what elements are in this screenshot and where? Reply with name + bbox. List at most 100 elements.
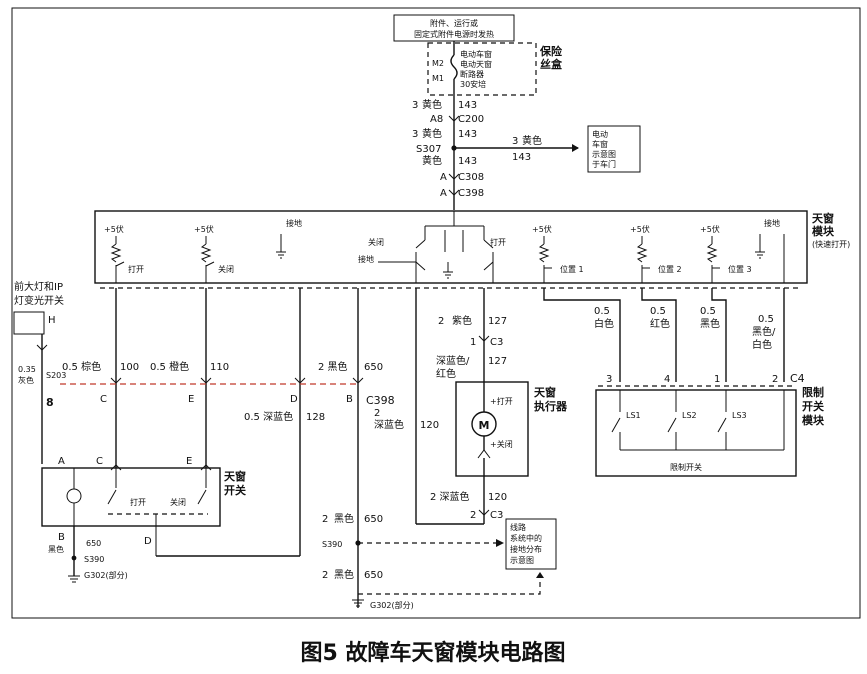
headlamp-switch-box <box>13 311 45 335</box>
limit-switch-ls1: LS1 <box>611 390 641 450</box>
module-close-label: 关闭 <box>218 264 234 274</box>
ground-ref-box <box>505 518 557 570</box>
gnd-w1-size: 2 <box>322 514 328 525</box>
ground-ref-4: 示意图 <box>510 555 534 565</box>
pin-d-right: D <box>290 394 298 405</box>
fuse-line-2: 电动天窗 <box>460 59 492 69</box>
sw-open-label: 打开 <box>130 497 146 507</box>
headlamp-pin-h: H <box>48 315 56 326</box>
headlamp-splice: S203 <box>46 371 66 380</box>
fuse-m2: M2 <box>432 59 444 68</box>
red-size: 0.5 <box>650 306 666 317</box>
feed-w2-size: 3 <box>412 129 418 140</box>
motor-plus-open: +打开 <box>490 396 513 406</box>
resistor-close: +5伏 关闭 <box>194 224 234 283</box>
ground-g302-left-icon <box>68 575 80 583</box>
headlamp-pin-a: A <box>58 456 65 467</box>
motor-title-2: 执行器 <box>534 399 568 413</box>
branch-size: 3 <box>512 136 518 147</box>
feed-w3-num: 143 <box>458 156 477 167</box>
resistor-pos1: +5伏 位置 1 <box>532 224 584 283</box>
diagram-frame <box>11 7 861 619</box>
pos3-label: 位置 3 <box>728 264 752 274</box>
pos2-label: 位置 2 <box>658 264 682 274</box>
ls1-label: LS1 <box>626 411 641 420</box>
wire-black-top-label: 2 黑色 <box>318 360 348 373</box>
red-color: 红色 <box>650 317 670 330</box>
wire-red <box>641 288 677 382</box>
fuse-line-4: 30安培 <box>460 79 486 89</box>
gnd-ground: G302(部分) <box>370 600 414 610</box>
feed-w2-color: 黄色 <box>422 127 442 140</box>
sw-pin-c: C <box>96 456 103 467</box>
v5-label-3: +5伏 <box>532 224 552 234</box>
pos1-label: 位置 1 <box>560 264 584 274</box>
pin-4: 4 <box>664 374 670 385</box>
ground-ref-3: 接地分布 <box>510 544 542 554</box>
sw-gnd-color: 黑色 <box>48 544 64 554</box>
wire-black-limit <box>711 288 727 382</box>
c3-top: C3 <box>490 337 503 348</box>
sw-pin-e: E <box>186 456 192 467</box>
gnd-w2-size: 2 <box>322 570 328 581</box>
dblue-red-1: 深蓝色/ <box>436 354 470 367</box>
feed-w1-color: 黄色 <box>422 98 442 111</box>
headlamp-w-color: 灰色 <box>18 375 34 385</box>
v5-label-1: +5伏 <box>104 224 124 234</box>
circuit-breaker-icon <box>450 54 458 80</box>
blkwht-2: 白色 <box>752 338 772 351</box>
ref-line-4: 于车门 <box>592 159 616 169</box>
c3-bot: C3 <box>490 510 503 521</box>
wire-128-label: 0.5 深蓝色 <box>244 410 293 423</box>
sunroof-motor-box <box>455 381 529 477</box>
resistor-pos2: +5伏 位置 2 <box>630 224 682 283</box>
wire-orange-num: 110 <box>210 362 229 373</box>
wire-black-top-num: 650 <box>364 362 383 373</box>
purple-size: 2 <box>438 316 444 327</box>
feed-conn1: C200 <box>458 114 484 125</box>
limit-title-2: 开关 <box>802 399 824 413</box>
ls2-label: LS2 <box>682 411 697 420</box>
ref-line-3: 示意图 <box>592 149 616 159</box>
gnd-label-1: 接地 <box>286 218 302 228</box>
feed-w1-num: 143 <box>458 100 477 111</box>
feed-w2-num: 143 <box>458 129 477 140</box>
sunroof-module-box <box>94 210 808 284</box>
feed-splice: S307 <box>416 144 441 155</box>
v5-label-4: +5伏 <box>630 224 650 234</box>
purple-color: 紫色 <box>452 314 472 327</box>
ref-line-1: 电动 <box>592 129 608 139</box>
headlamp-label-2: 灯变光开关 <box>14 294 64 307</box>
headlamp-w-size: 0.35 <box>18 365 36 374</box>
ground-1: 接地 <box>276 218 302 259</box>
fuse-line-1: 电动车窗 <box>460 49 492 59</box>
branch-num: 143 <box>512 152 531 163</box>
fuse-box-label-2: 丝盒 <box>540 57 563 71</box>
motor-dblue-num: 120 <box>488 492 507 503</box>
motor-plus-close: +关闭 <box>490 439 513 449</box>
blk-color: 黑色 <box>700 317 720 330</box>
c3-bot-pin: 2 <box>470 510 476 521</box>
gnd-w2-color: 黑色 <box>334 568 354 581</box>
feed-conn1-pin: A8 <box>430 114 443 125</box>
wire-brown-num: 100 <box>120 362 139 373</box>
module-title-1: 天窗 <box>812 211 834 225</box>
dblue-red-2: 红色 <box>436 367 456 380</box>
connector-c398: C398 <box>366 394 395 407</box>
v5-label-2: +5伏 <box>194 224 214 234</box>
gnd-w2-num: 650 <box>364 570 383 581</box>
relay-group: 关闭 打开 接地 <box>358 211 506 283</box>
headlamp-label-1: 前大灯和IP <box>14 280 63 293</box>
motor-dblue-label: 2 深蓝色 <box>430 490 470 503</box>
sw-splice: S390 <box>84 555 104 564</box>
fuse-box-outline <box>427 42 537 96</box>
power-note-2: 固定式附件电源时发热 <box>414 29 494 39</box>
limit-switch-module-box <box>595 389 797 477</box>
limit-switch-ls3: LS3 <box>717 390 747 450</box>
fuse-box-label-1: 保险 <box>539 44 563 58</box>
sw-pin-d: D <box>144 536 152 547</box>
wire-brown-label: 0.5 棕色 <box>62 360 101 373</box>
pin-1: 1 <box>714 374 720 385</box>
module-open-label: 打开 <box>128 264 144 274</box>
